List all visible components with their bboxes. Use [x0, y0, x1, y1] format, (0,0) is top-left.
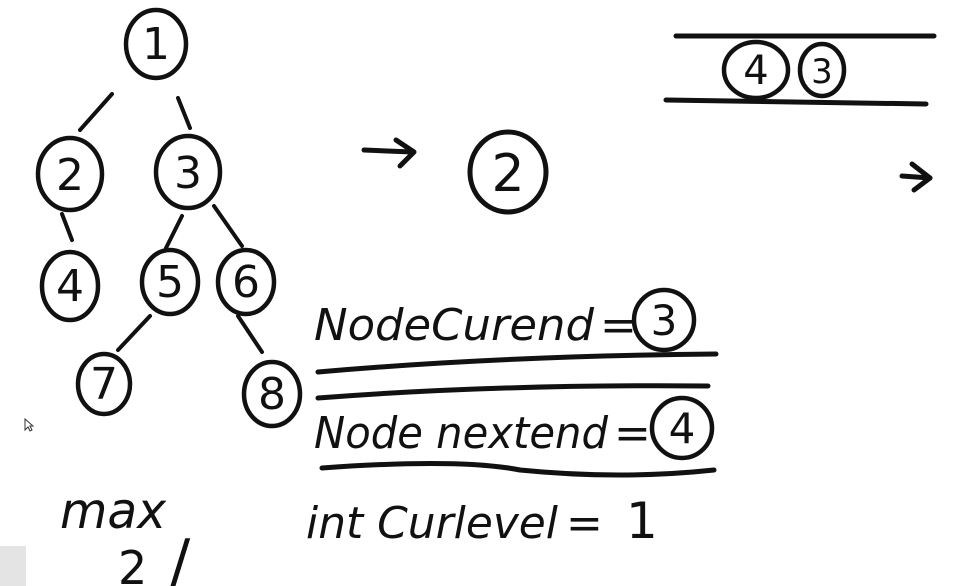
- max-value: 2: [118, 541, 147, 586]
- arrow-to-current: [361, 137, 417, 169]
- node-3-circle: [153, 133, 223, 211]
- variable-underlines: [315, 351, 719, 478]
- var-cur-level-eq: =: [566, 498, 603, 549]
- node-2-circle: [35, 135, 105, 213]
- max-label: max: [60, 482, 166, 540]
- edge-5-7: [116, 314, 152, 352]
- var-cur-level-name: int Curlevel: [306, 498, 559, 549]
- var-cur-end-name: NodeCurend: [314, 300, 595, 351]
- var-cur-end-value: 3: [651, 296, 678, 345]
- var-next-end-name: Node nextend: [314, 408, 609, 459]
- arrow-right: [899, 161, 933, 193]
- var-cur-end-eq: =: [600, 300, 637, 351]
- node-1-label: 1: [142, 19, 170, 70]
- edge-2-4: [60, 212, 74, 242]
- tree-node-circles: [35, 7, 303, 429]
- edge-6-8: [236, 314, 264, 354]
- var-cur-end-value-circle: [631, 287, 697, 353]
- edge-3-6: [212, 204, 244, 248]
- node-6-label: 6: [232, 257, 260, 308]
- node-5-circle: [139, 247, 201, 317]
- node-6-circle: [215, 247, 277, 317]
- cur-end-underline: [315, 351, 719, 375]
- node-8-circle: [241, 359, 303, 429]
- queue-rails: [663, 33, 937, 107]
- node-7-label: 7: [90, 359, 118, 410]
- var-next-end-value-circle: [649, 395, 715, 461]
- current-node-circle: [467, 129, 549, 215]
- next-end-underline-1: [315, 383, 711, 401]
- node-2-label: 2: [56, 150, 84, 201]
- corner-overlay: [0, 546, 26, 586]
- node-5-label: 5: [156, 257, 184, 308]
- node-8-label: 8: [258, 369, 286, 420]
- queue-item-circles: [721, 39, 847, 101]
- edge-1-2: [78, 92, 114, 132]
- var-next-end-value: 4: [669, 404, 696, 453]
- var-cur-level-value: 1: [626, 492, 658, 550]
- node-7-circle: [75, 351, 133, 417]
- tree-edges: [60, 92, 264, 354]
- queue-item-3-label: 3: [811, 52, 833, 92]
- queue-bottom-rail: [663, 97, 929, 107]
- var-next-end-eq: =: [614, 408, 651, 459]
- mouse-pointer-icon: [24, 418, 34, 432]
- current-node-label: 2: [491, 144, 524, 204]
- node-1-circle: [123, 7, 189, 81]
- next-end-underline-2: [319, 460, 717, 478]
- node-4-circle: [39, 249, 101, 323]
- queue-item-3-circle: [797, 41, 847, 99]
- queue-item-4-circle: [721, 39, 791, 101]
- node-3-label: 3: [174, 148, 202, 199]
- node-4-label: 4: [56, 261, 84, 312]
- edge-3-5: [164, 214, 184, 250]
- edge-1-3: [176, 96, 192, 130]
- max-mark: /: [170, 527, 191, 586]
- queue-item-4-label: 4: [743, 48, 768, 94]
